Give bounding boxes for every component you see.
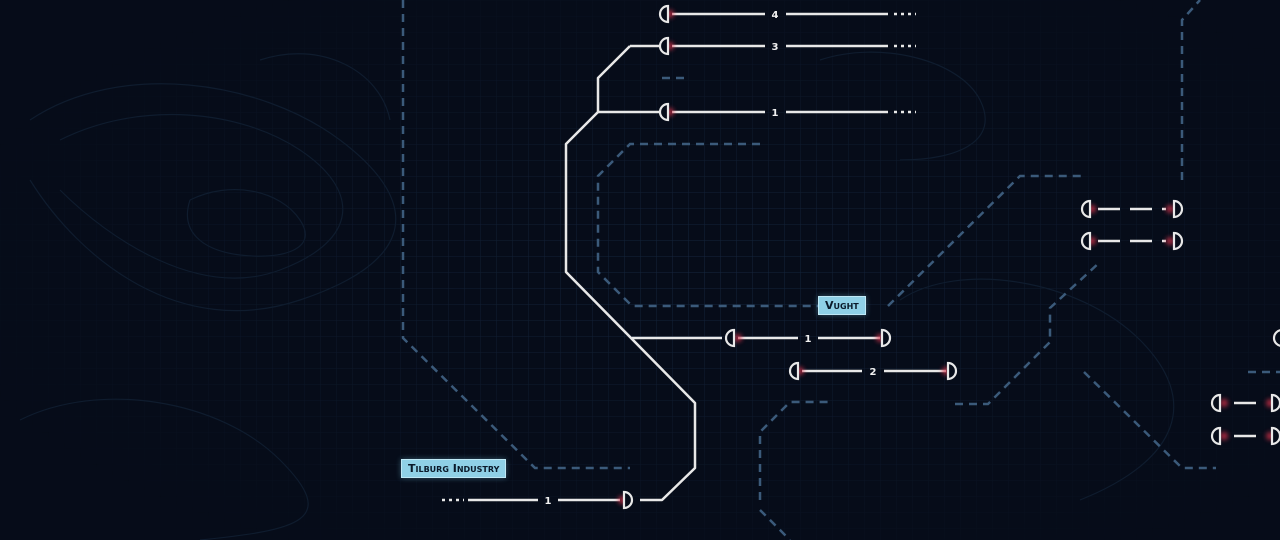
track-number-top-4: 4: [772, 10, 779, 21]
station-label-tilburg-industry[interactable]: Tilburg Industry: [401, 459, 507, 478]
buffer-stop-right-c-west: [1210, 393, 1222, 413]
planned-track-diagonal: [887, 174, 1084, 307]
planned-track-loop: [596, 142, 820, 308]
planned-track-right-top: [1180, 0, 1201, 180]
right-planned-platforms: [1098, 207, 1262, 438]
planned-track-corner: [759, 509, 791, 540]
planned-track-left: [401, 0, 630, 470]
buffer-stop-top-1: [658, 102, 670, 122]
main-track-network[interactable]: [564, 44, 722, 502]
buffer-stop-top-3: [658, 36, 670, 56]
track-number-top-3: 3: [772, 42, 779, 53]
track-number-top-1: 1: [772, 108, 779, 119]
buffer-stop-right-d-east: [1270, 426, 1280, 446]
buffer-stop-vught-1-east: [880, 328, 892, 348]
buffer-stop-right-b-west: [1080, 231, 1092, 251]
planned-track-right-bottom: [1083, 371, 1216, 470]
buffer-stops[interactable]: [622, 4, 1280, 510]
buffer-stop-right-a-west: [1080, 199, 1092, 219]
buffer-stop-vught-2-west: [788, 361, 800, 381]
buffer-stop-top-4: [658, 4, 670, 24]
station-label-vught[interactable]: Vught: [818, 296, 866, 315]
track-number-vught-2: 2: [870, 367, 877, 378]
buffer-stop-right-d-west: [1210, 426, 1222, 446]
buffer-stop-vught-2-east: [946, 361, 958, 381]
planned-track-right-mid: [955, 261, 1101, 406]
track-numbers: 4 3 1 1 2 1: [545, 10, 877, 507]
buffer-stop-right-b-east: [1172, 231, 1184, 251]
track-number-tilburg-1: 1: [545, 496, 552, 507]
buffer-stop-right-a-east: [1172, 199, 1184, 219]
planned-tracks: [401, 0, 1280, 540]
track-number-vught-1: 1: [805, 334, 812, 345]
terrain-contours: [19, 51, 1175, 540]
buffer-stop-vught-1-west: [724, 328, 736, 348]
buffer-stop-edge: [1272, 329, 1280, 347]
buffer-stop-right-c-east: [1270, 393, 1280, 413]
trunk-line: [564, 45, 697, 502]
planned-track-bottom: [758, 400, 830, 500]
buffer-stop-tilburg-1: [622, 490, 634, 510]
platform-tracks[interactable]: [468, 12, 946, 502]
